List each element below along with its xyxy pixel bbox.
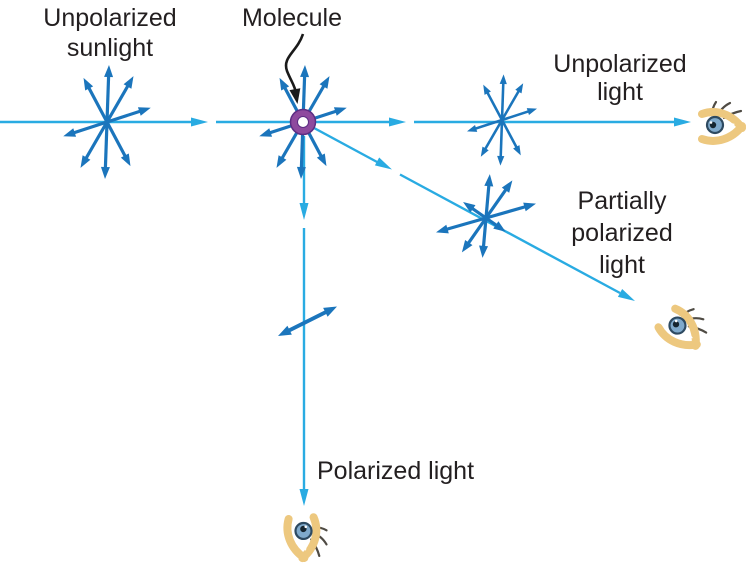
label-line: Polarized light: [317, 457, 475, 485]
unpolarized-sunlight-starburst-icon: [63, 65, 151, 179]
label-line: Molecule: [241, 4, 343, 32]
partially-polarized-starburst-icon: [436, 174, 536, 258]
label-line: Unpolarized: [553, 50, 687, 78]
eye-observer-diagonal-icon: [654, 304, 708, 350]
eye-observer-bottom-icon: [283, 513, 328, 563]
polarization-double-arrow-icon: [278, 306, 337, 336]
incident-sunlight-ray: [0, 117, 691, 127]
label-polarized-light: Polarized light: [317, 456, 547, 486]
label-line: light: [599, 251, 645, 279]
molecule-pointer-arrow-icon: [284, 33, 305, 104]
unpolarized-light-starburst-icon: [467, 74, 537, 166]
label-unpolarized-light: Unpolarized light: [540, 50, 700, 106]
label-line: Unpolarized: [43, 4, 177, 32]
label-line: light: [597, 78, 643, 106]
label-line: polarized: [571, 219, 673, 247]
label-line: sunlight: [66, 34, 154, 62]
label-partially-polarized-light: Partially polarized light: [542, 185, 702, 281]
label-molecule: Molecule: [227, 3, 357, 33]
label-unpolarized-sunlight: Unpolarized sunlight: [25, 3, 195, 63]
molecule-ring-icon: [289, 108, 317, 136]
label-line: Partially: [577, 187, 667, 215]
eye-observer-right-icon: [698, 100, 746, 145]
partially-polarized-ray: [313, 126, 635, 301]
